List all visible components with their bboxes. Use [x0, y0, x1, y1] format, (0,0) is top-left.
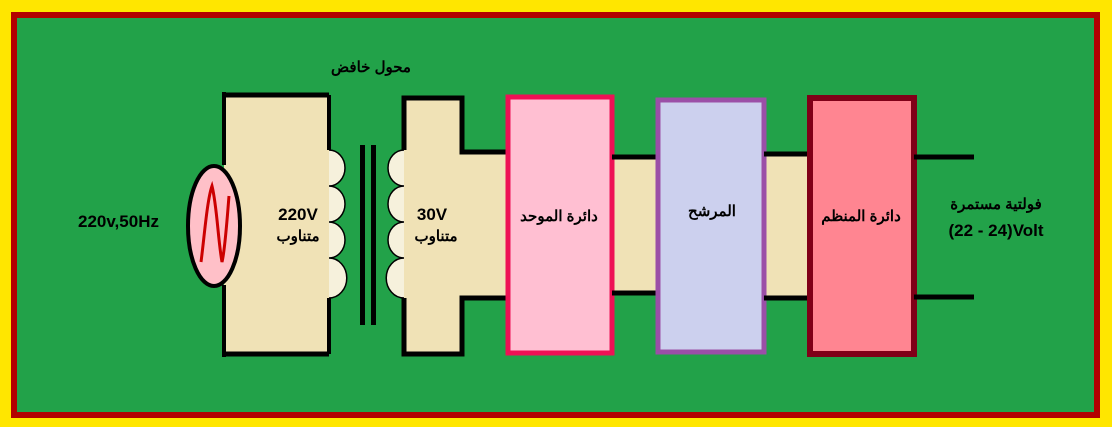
secondary-voltage-label: 30V	[416, 205, 448, 224]
secondary-region	[404, 98, 510, 354]
primary-type-label: متناوب	[276, 228, 320, 245]
sine-wave-icon	[199, 180, 231, 263]
transformer-title: محول خافض	[331, 59, 411, 76]
filter-label: المرشح	[688, 203, 736, 220]
secondary-top-wire	[401, 95, 510, 155]
core-bar-left	[360, 145, 365, 325]
source-label: 220v,50Hz	[78, 212, 159, 231]
regulator-label: دائرة المنظم	[821, 208, 901, 225]
output-voltage-label: (22 - 24)Volt	[948, 221, 1044, 240]
secondary-type-label: متناوب	[414, 228, 458, 245]
rectifier-block	[505, 94, 615, 356]
secondary-coil	[385, 149, 405, 299]
rectifier-filter-link	[612, 157, 659, 293]
filter-regulator-link	[764, 154, 811, 298]
primary-coil	[328, 149, 348, 299]
filter-block	[655, 97, 767, 355]
core-bar-right	[371, 145, 376, 325]
rectifier-label: دائرة الموحد	[520, 208, 598, 225]
regulator-block	[807, 95, 917, 357]
primary-voltage-label: 220V	[278, 205, 318, 224]
output-type-label: فولتية مستمرة	[950, 196, 1042, 213]
ac-source-symbol	[186, 164, 242, 288]
secondary-bottom-wire	[401, 295, 510, 357]
